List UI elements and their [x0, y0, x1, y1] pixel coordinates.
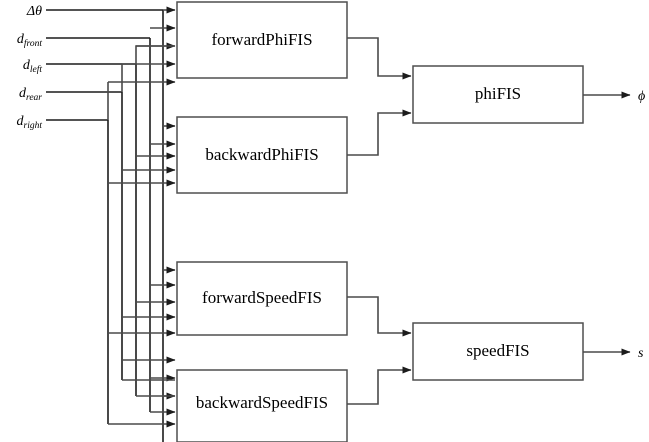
input-label-dleft: dleft: [23, 58, 42, 75]
output-labels: ϕ s: [638, 89, 645, 361]
block-forward-phi-fis[interactable]: forwardPhiFIS: [176, 1, 348, 79]
input-label-dfront: dfront: [17, 32, 42, 49]
block-backward-speed-fis[interactable]: backwardSpeedFIS: [176, 369, 348, 442]
jog-dleft: [135, 45, 175, 64]
output-label-phi: ϕ: [638, 89, 645, 104]
wire-backwardPhiFIS-to-phiFIS: [347, 109, 412, 156]
block-phi-fis[interactable]: phiFIS: [412, 65, 584, 124]
phi-fis-label: phiFIS: [475, 84, 521, 103]
wires-to-backward-speed-fis: [108, 356, 176, 428]
backward-speed-fis-rect[interactable]: [176, 369, 348, 442]
speed-fis-label: speedFIS: [466, 341, 529, 360]
forward-phi-fis-label: forwardPhiFIS: [211, 30, 312, 49]
backward-speed-fis-label: backwardSpeedFIS: [196, 393, 328, 412]
wire-forwardPhiFIS-to-phiFIS: [347, 37, 412, 80]
forward-speed-fis-rect[interactable]: [176, 261, 348, 336]
wire-forwardSpeedFIS-to-speedFIS: [347, 296, 412, 337]
backward-phi-fis-label: backwardPhiFIS: [205, 145, 318, 164]
backward-phi-fis-rect[interactable]: [176, 116, 348, 194]
input-label-dright: dright: [17, 114, 43, 131]
input-label-dtheta: Δθ: [26, 4, 42, 19]
wires-to-backward-phi-fis: [108, 122, 176, 187]
input-trunk-lines: [46, 9, 163, 121]
wires-block-to-speed-fis: [347, 296, 412, 405]
forward-phi-fis-rect[interactable]: [176, 1, 348, 79]
block-speed-fis[interactable]: speedFIS: [412, 322, 584, 381]
wires-block-to-phi-fis: [347, 37, 412, 156]
phi-fis-rect[interactable]: [412, 65, 584, 124]
wire-backwardSpeedFIS-to-speedFIS: [347, 366, 412, 405]
wires-outputs: [583, 91, 631, 356]
output-label-s: s: [638, 346, 644, 361]
routing-jogs: [107, 45, 175, 120]
wires-to-forward-speed-fis: [108, 266, 176, 337]
block-backward-phi-fis[interactable]: backwardPhiFIS: [176, 116, 348, 194]
input-label-drear: drear: [19, 86, 42, 103]
forward-speed-fis-label: forwardSpeedFIS: [202, 288, 322, 307]
block-forward-speed-fis[interactable]: forwardSpeedFIS: [176, 261, 348, 336]
speed-fis-rect[interactable]: [412, 322, 584, 381]
input-labels: Δθ dfront dleft drear dright: [17, 4, 43, 131]
